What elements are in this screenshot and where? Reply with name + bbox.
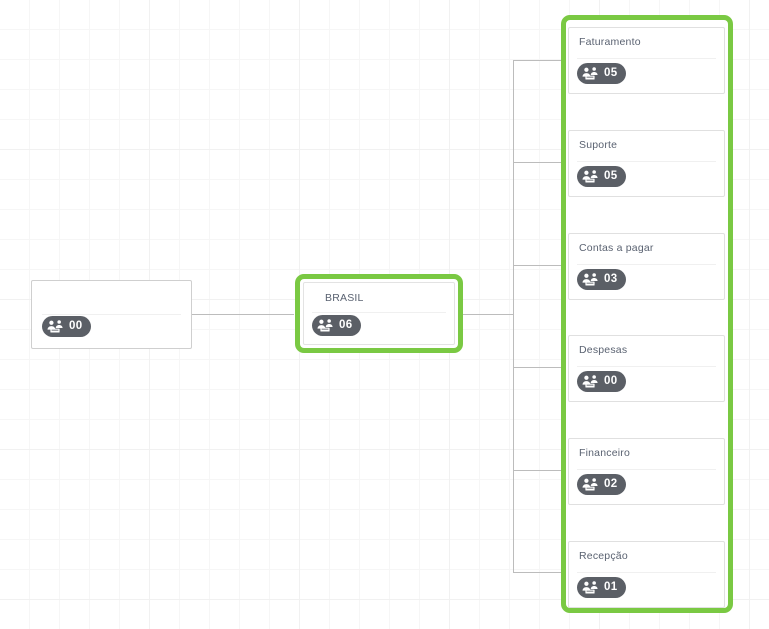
node-count-root: 00 <box>69 319 83 332</box>
node-divider-root <box>42 314 181 315</box>
node-badge-department[interactable]: 00 <box>577 371 627 392</box>
node-badge-department[interactable]: 03 <box>577 269 627 290</box>
node-badge-country[interactable]: 06 <box>312 315 362 336</box>
node-count-department: 02 <box>604 477 618 490</box>
node-title-department: Recepção <box>579 550 628 562</box>
node-divider-department <box>577 469 716 470</box>
connector-country-to-trunk <box>463 314 514 315</box>
node-title-department: Faturamento <box>579 36 641 48</box>
node-count-department: 00 <box>604 374 618 387</box>
node-badge-department[interactable]: 02 <box>577 474 627 495</box>
node-badge-department[interactable]: 05 <box>577 63 627 84</box>
node-badge-department[interactable]: 05 <box>577 166 627 187</box>
node-card-department[interactable]: Financeiro 02 <box>568 438 725 505</box>
node-divider-department <box>577 572 716 573</box>
node-card-country[interactable]: BRASIL 06 <box>303 282 455 345</box>
node-count-country: 06 <box>339 318 353 331</box>
node-count-department: 01 <box>604 580 618 593</box>
people-group-icon <box>582 375 598 388</box>
node-title-department: Contas a pagar <box>579 242 654 254</box>
node-count-department: 05 <box>604 169 618 182</box>
people-group-icon <box>582 67 598 80</box>
node-badge-department[interactable]: 01 <box>577 577 627 598</box>
connector-trunk-vertical <box>513 60 514 572</box>
connector-trunk-to-dept-6 <box>513 572 565 573</box>
node-divider-department <box>577 366 716 367</box>
node-count-department: 03 <box>604 272 618 285</box>
connector-root-to-country <box>192 314 294 315</box>
people-group-icon <box>582 478 598 491</box>
connector-trunk-to-dept-3 <box>513 265 565 266</box>
node-count-department: 05 <box>604 66 618 79</box>
node-card-department[interactable]: Suporte 05 <box>568 130 725 197</box>
node-title-department: Financeiro <box>579 447 631 459</box>
connector-trunk-to-dept-5 <box>513 470 565 471</box>
people-group-icon <box>582 581 598 594</box>
node-divider-department <box>577 58 716 59</box>
people-group-icon <box>317 319 333 332</box>
node-card-department[interactable]: Recepção 01 <box>568 541 725 608</box>
connector-trunk-to-dept-4 <box>513 367 565 368</box>
people-group-icon <box>582 170 598 183</box>
node-title-country: BRASIL <box>325 292 364 304</box>
people-group-icon <box>47 320 63 333</box>
node-card-department[interactable]: Contas a pagar 03 <box>568 233 725 300</box>
node-card-department[interactable]: Despesas 00 <box>568 335 725 402</box>
node-title-department: Suporte <box>579 139 618 151</box>
connector-trunk-to-dept-1 <box>513 60 565 61</box>
node-badge-root[interactable]: 00 <box>42 316 92 337</box>
node-divider-department <box>577 264 716 265</box>
node-card-root[interactable]: 00 <box>31 280 192 349</box>
node-title-department: Despesas <box>579 344 628 356</box>
node-card-department[interactable]: Faturamento 05 <box>568 27 725 94</box>
node-divider-department <box>577 161 716 162</box>
people-group-icon <box>582 273 598 286</box>
connector-trunk-to-dept-2 <box>513 162 565 163</box>
node-divider-country <box>312 312 446 313</box>
selection-frame-departments <box>561 15 733 613</box>
